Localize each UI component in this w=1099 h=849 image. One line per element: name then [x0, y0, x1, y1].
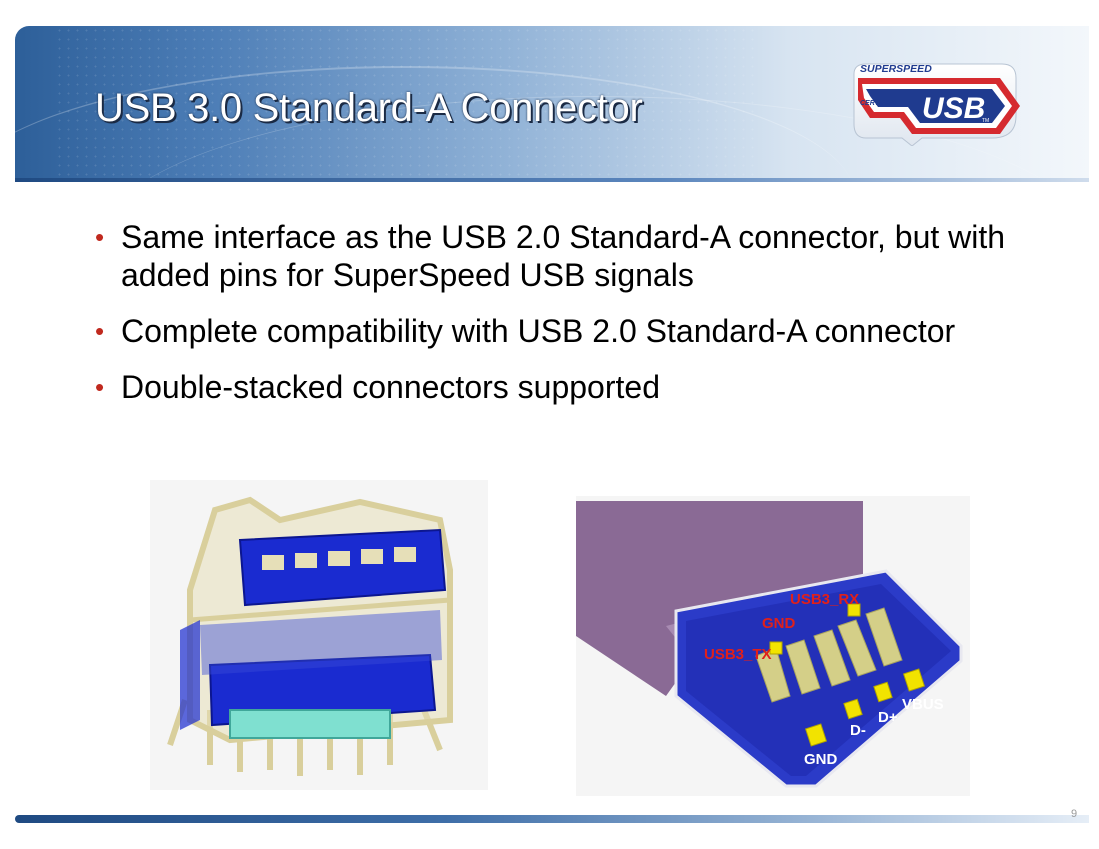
pin-label-vbus: VBUS — [902, 696, 944, 713]
bullet-marker: • — [95, 372, 105, 402]
pin-label-d-plus: D+ — [878, 709, 898, 726]
bullet-item: • Double-stacked connectors supported — [95, 368, 1095, 406]
header-rule — [15, 178, 1089, 182]
superspeed-usb-logo: SUPERSPEED CERTIFIED USB TM — [853, 63, 1020, 146]
pin-label-d-minus: D- — [850, 722, 866, 739]
footer-rule — [15, 815, 1089, 823]
bullet-marker: • — [95, 222, 105, 252]
bullet-list: • Same interface as the USB 2.0 Standard… — [95, 218, 1095, 424]
bullet-text: Double-stacked connectors supported — [121, 369, 660, 405]
logo-main-text: USB — [922, 92, 985, 125]
bullet-marker: • — [95, 316, 105, 346]
bullet-text: Complete compatibility with USB 2.0 Stan… — [121, 313, 956, 349]
receptacle-illustration — [150, 480, 488, 790]
pin-label-gnd-bottom: GND — [804, 751, 838, 768]
logo-tm: TM — [982, 118, 989, 124]
plug-illustration: USB3_RX GND USB3_TX VBUS D+ D- GND — [576, 496, 970, 796]
header-swoosh — [95, 96, 1089, 182]
pin-label-gnd-top: GND — [762, 615, 796, 632]
bullet-text: Same interface as the USB 2.0 Standard-A… — [121, 219, 1006, 293]
bullet-item: • Same interface as the USB 2.0 Standard… — [95, 218, 1095, 294]
header-swoosh — [15, 66, 855, 182]
pin-label-usb3-tx: USB3_TX — [704, 646, 772, 663]
bullet-item: • Complete compatibility with USB 2.0 St… — [95, 312, 1095, 350]
pin-label-usb3-rx: USB3_RX — [790, 591, 859, 608]
logo-top-text: SUPERSPEED — [860, 63, 932, 75]
logo-side-text: CERTIFIED — [860, 100, 897, 107]
slide-title: USB 3.0 Standard-A Connector — [95, 86, 643, 130]
page-number: 9 — [1071, 808, 1078, 820]
